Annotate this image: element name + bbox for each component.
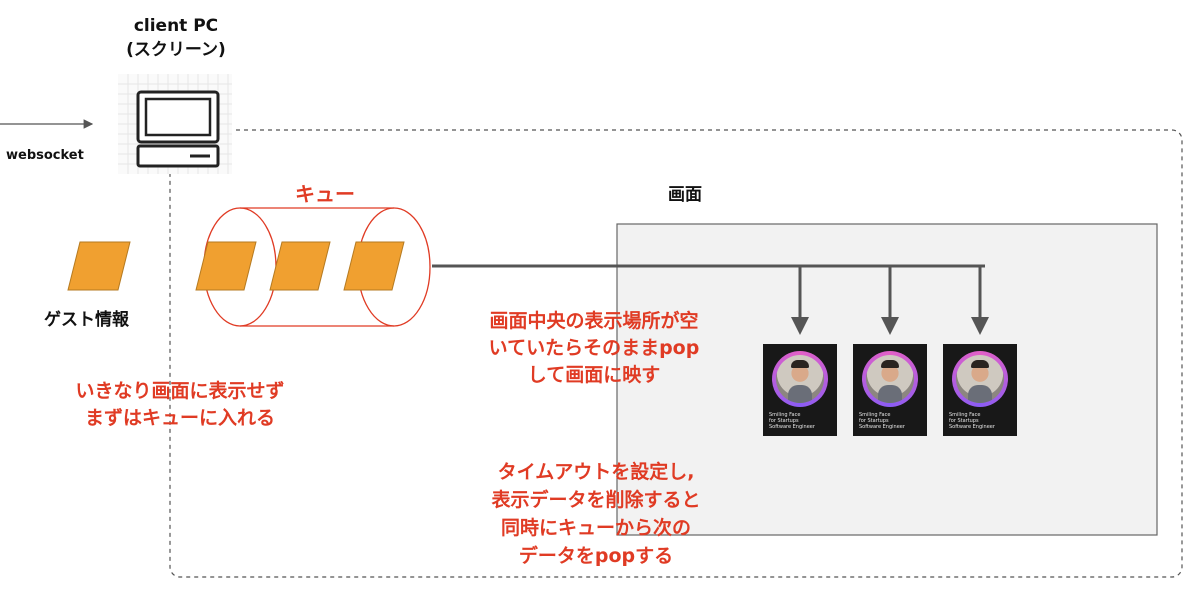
queue-item-3 bbox=[343, 241, 405, 291]
pop-note: 画面中央の表示場所が空 いていたらそのままpop して画面に映す bbox=[444, 308, 744, 389]
timeout-note-line2: 表示データを削除すると bbox=[491, 489, 701, 511]
guest-card: Smiling Face for Startups Software Engin… bbox=[943, 344, 1017, 436]
queue-note-line1: いきなり画面に表示せず bbox=[75, 380, 285, 402]
queue-item-2 bbox=[269, 241, 331, 291]
client-pc-title-line2: (スクリーン) bbox=[126, 40, 226, 60]
card-line1: Smiling Face bbox=[859, 412, 891, 418]
guest-info-label: ゲスト情報 bbox=[44, 310, 129, 330]
timeout-note: タイムアウトを設定し, 表示データを削除すると 同時にキューから次の データをp… bbox=[436, 458, 756, 570]
card-line1: Smiling Face bbox=[949, 412, 981, 418]
pop-connector bbox=[432, 264, 989, 335]
pop-note-line3: して画面に映す bbox=[527, 364, 661, 386]
pop-note-line1: 画面中央の表示場所が空 bbox=[489, 310, 699, 332]
client-pc-title-line1: client PC bbox=[133, 16, 219, 36]
queue-item-1 bbox=[195, 241, 257, 291]
timeout-note-line3: 同時にキューから次の bbox=[500, 517, 691, 539]
guest-data-shape bbox=[67, 241, 131, 291]
queue-note: いきなり画面に表示せず まずはキューに入れる bbox=[30, 378, 330, 432]
avatar bbox=[956, 355, 1004, 403]
card-line2: for Startups bbox=[949, 418, 979, 424]
queue-note-line2: まずはキューに入れる bbox=[84, 407, 275, 429]
card-line2: for Startups bbox=[769, 418, 799, 424]
queue-label: キュー bbox=[295, 182, 355, 206]
avatar bbox=[866, 355, 914, 403]
timeout-note-line1: タイムアウトを設定し, bbox=[497, 461, 695, 483]
card-line3: Software Engineer bbox=[949, 424, 995, 430]
pc-icon bbox=[118, 74, 232, 174]
guest-card: Smiling Face for Startups Software Engin… bbox=[853, 344, 927, 436]
guest-card: Smiling Face for Startups Software Engin… bbox=[763, 344, 837, 436]
pop-note-line2: いていたらそのままpop bbox=[488, 337, 700, 359]
card-line2: for Startups bbox=[859, 418, 889, 424]
client-boundary bbox=[169, 129, 1183, 578]
websocket-label: websocket bbox=[6, 148, 84, 163]
avatar bbox=[776, 355, 824, 403]
card-line1: Smiling Face bbox=[769, 412, 801, 418]
timeout-note-line4: データをpopする bbox=[518, 545, 674, 567]
screen-label: 画面 bbox=[668, 185, 702, 205]
card-line3: Software Engineer bbox=[769, 424, 815, 430]
card-line3: Software Engineer bbox=[859, 424, 905, 430]
client-pc-title: client PC (スクリーン) bbox=[96, 14, 256, 62]
